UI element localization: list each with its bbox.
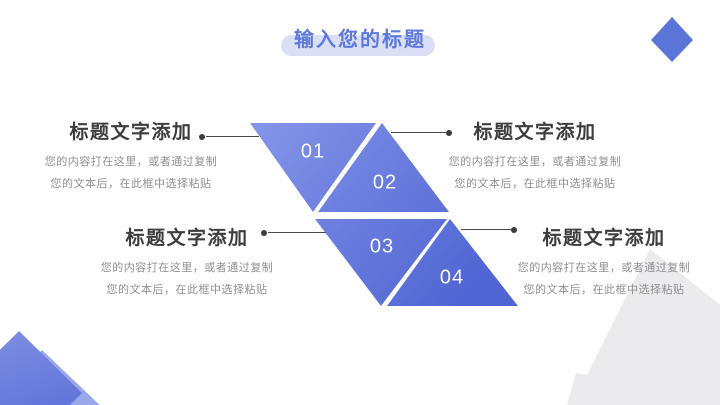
step-body-3-line1: 您的内容打在这里，或者通过复制: [100, 262, 274, 274]
deco-diamond-bottom-right-gray-icon: [572, 249, 720, 405]
step-body-2: 您的内容打在这里，或者通过复制 您的文本后，在此框中选择粘贴: [440, 151, 630, 195]
step-body-2-line2: 您的文本后，在此框中选择粘贴: [454, 178, 616, 190]
step-number-3: 03: [369, 235, 395, 258]
step-heading-4: 标题文字添加: [542, 228, 666, 249]
connector-dot-bottom-right: [511, 227, 517, 233]
step-body-4-line1: 您的内容打在这里，或者通过复制: [517, 262, 691, 274]
connector-dot-top-right: [446, 130, 452, 136]
title-highlight-pill: [281, 35, 435, 56]
step-heading-1: 标题文字添加: [69, 122, 193, 143]
connector-dot-bottom-left: [261, 230, 267, 236]
connector-line-top-left: [206, 136, 259, 137]
text-block-top-right: 标题文字添加 您的内容打在这里，或者通过复制 您的文本后，在此框中选择粘贴: [440, 121, 630, 195]
deco-diamond-bottom-left-icon: [0, 331, 82, 405]
text-block-bottom-right: 标题文字添加 您的内容打在这里，或者通过复制 您的文本后，在此框中选择粘贴: [509, 227, 699, 301]
step-body-1-line2: 您的文本后，在此框中选择粘贴: [50, 178, 212, 190]
step-number-4: 04: [439, 266, 465, 289]
connector-line-bottom-right: [461, 229, 511, 230]
triangle-step-1: [250, 123, 376, 212]
step-body-1-line1: 您的内容打在这里，或者通过复制: [44, 156, 218, 168]
triangle-step-4: [387, 219, 518, 306]
slide-title: 输入您的标题: [294, 29, 426, 51]
deco-diamond-top-right-icon: [651, 17, 693, 62]
triangle-step-3: [315, 219, 447, 306]
step-body-3-line2: 您的文本后，在此框中选择粘贴: [106, 284, 268, 296]
step-number-2: 02: [372, 171, 398, 194]
step-heading-2: 标题文字添加: [473, 122, 597, 143]
connector-dot-top-left: [199, 134, 205, 140]
text-block-top-left: 标题文字添加 您的内容打在这里，或者通过复制 您的文本后，在此框中选择粘贴: [36, 121, 226, 195]
step-body-3: 您的内容打在这里，或者通过复制 您的文本后，在此框中选择粘贴: [92, 257, 282, 301]
step-heading-3: 标题文字添加: [125, 228, 249, 249]
step-body-4: 您的内容打在这里，或者通过复制 您的文本后，在此框中选择粘贴: [509, 257, 699, 301]
step-body-1: 您的内容打在这里，或者通过复制 您的文本后，在此框中选择粘贴: [36, 151, 226, 195]
connector-line-top-right: [391, 132, 446, 133]
triangle-step-2: [318, 123, 449, 212]
step-number-1: 01: [300, 140, 326, 163]
step-body-2-line1: 您的内容打在这里，或者通过复制: [448, 156, 622, 168]
text-block-bottom-left: 标题文字添加 您的内容打在这里，或者通过复制 您的文本后，在此框中选择粘贴: [92, 227, 282, 301]
step-body-4-line2: 您的文本后，在此框中选择粘贴: [523, 284, 685, 296]
connector-line-bottom-left: [268, 232, 326, 233]
